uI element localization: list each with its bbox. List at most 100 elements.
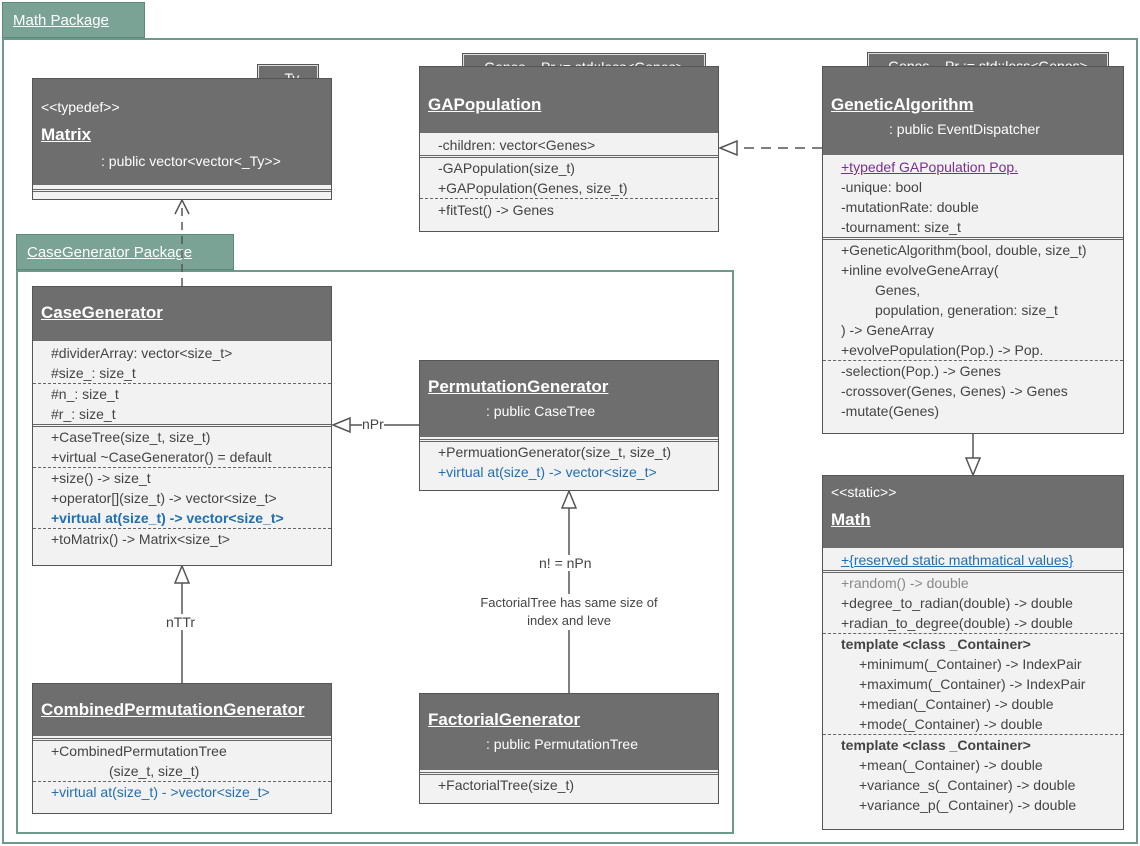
- genetic-name: GeneticAlgorithm: [831, 95, 974, 114]
- casegenerator-attr: #dividerArray: vector<size_t>: [51, 345, 233, 361]
- math-sep-2: [823, 633, 1123, 634]
- combined-name: CombinedPermutationGenerator: [41, 700, 305, 719]
- genetic-method: +inline evolveGeneArray(: [841, 262, 999, 278]
- math-template-func: +variance_p(_Container) -> double: [859, 797, 1077, 813]
- factorial-note: FactorialTree has same size of index and…: [476, 594, 662, 630]
- factorial-sep: [420, 772, 718, 775]
- genetic-method-param: population, generation: size_t: [875, 302, 1058, 318]
- genetic-attr: -mutationRate: double: [841, 199, 979, 215]
- genetic-method: +evolvePopulation(Pop.) -> Pop.: [841, 342, 1044, 358]
- math-sep-1: [823, 570, 1123, 573]
- permutation-generator-class: PermutationGenerator : public CaseTree +…: [419, 360, 719, 491]
- genetic-method-return: ) -> GeneArray: [841, 322, 934, 338]
- genetic-private-method: -selection(Pop.) -> Genes: [841, 363, 1001, 379]
- matrix-name: Matrix: [41, 125, 92, 144]
- math-sep-3: [823, 734, 1123, 735]
- casegenerator-method: +size() -> size_t: [51, 470, 151, 486]
- genetic-private-method: -mutate(Genes): [841, 403, 940, 419]
- math-template-func: +maximum(_Container) -> IndexPair: [859, 676, 1086, 692]
- math-template-func: +minimum(_Container) -> IndexPair: [859, 656, 1082, 672]
- casegenerator-attr: #n_: size_t: [51, 386, 119, 402]
- matrix-header: <<typedef>> Matrix : public vector<vecto…: [33, 79, 331, 185]
- combined-header: CombinedPermutationGenerator: [33, 684, 331, 736]
- permutation-ctor: +PermuationGenerator(size_t, size_t): [438, 444, 672, 460]
- casegenerator-method: +toMatrix() -> Matrix<size_t>: [51, 531, 230, 547]
- math-func: +radian_to_degree(double) -> double: [841, 615, 1073, 631]
- factorial-header: FactorialGenerator : public PermutationT…: [420, 694, 718, 770]
- combined-sep-2: [33, 781, 331, 782]
- casegenerator-sep-4: [33, 528, 331, 529]
- matrix-subtitle: : public vector<vector<_Ty>>: [101, 153, 281, 169]
- math-template-func: +mean(_Container) -> double: [859, 757, 1043, 773]
- factorial-generator-class: FactorialGenerator : public PermutationT…: [419, 693, 719, 804]
- math-package-tab: Math Package: [2, 2, 145, 38]
- math-func: +random() -> double: [841, 575, 969, 591]
- math-package-label: Math Package: [13, 11, 109, 29]
- gapopulation-sep-2: [420, 198, 718, 199]
- genetic-subtitle: : public EventDispatcher: [889, 121, 1040, 137]
- casegenerator-sep-2: [33, 424, 331, 427]
- casegenerator-method: +operator[](size_t) -> vector<size_t>: [51, 490, 277, 506]
- math-template-header: template <class _Container>: [841, 737, 1031, 753]
- gapopulation-ctor: +GAPopulation(Genes, size_t): [438, 180, 628, 196]
- nttr-label: nTTr: [166, 614, 196, 630]
- gapopulation-sep-1: [420, 155, 718, 158]
- casegenerator-attr: #r_: size_t: [51, 406, 116, 422]
- genetic-attr: -unique: bool: [841, 179, 922, 195]
- factorial-name: FactorialGenerator: [428, 710, 581, 729]
- gapopulation-name: GAPopulation: [428, 95, 542, 114]
- math-stereotype: <<static>>: [831, 484, 897, 500]
- nfact-label: n! = nPn: [539, 555, 592, 571]
- genetic-typedef: +typedef GAPopulation Pop.: [841, 159, 1019, 175]
- math-func: +degree_to_radian(double) -> double: [841, 595, 1073, 611]
- genetic-header: GeneticAlgorithm : public EventDispatche…: [823, 67, 1123, 155]
- gapopulation-ctor: -GAPopulation(size_t): [438, 160, 575, 176]
- combined-permutation-class: CombinedPermutationGenerator +CombinedPe…: [32, 683, 332, 814]
- math-reserved: +{reserved static mathmatical values}: [841, 552, 1074, 568]
- combined-ctor: +CombinedPermutationTree: [51, 743, 227, 759]
- casegenerator-virtual-method: +virtual at(size_t) -> vector<size_t>: [51, 510, 284, 526]
- gapopulation-attr: -children: vector<Genes>: [438, 137, 596, 153]
- factorial-ctor: +FactorialTree(size_t): [438, 777, 575, 793]
- npr-label: nPr: [362, 416, 384, 432]
- genetic-attr: -tournament: size_t: [841, 219, 961, 235]
- combined-virtual-method: +virtual at(size_t) - >vector<size_t>: [51, 784, 270, 800]
- gapopulation-header: GAPopulation: [420, 67, 718, 133]
- casegenerator-ctor: +virtual ~CaseGenerator() = default: [51, 449, 272, 465]
- case-generator-class: CaseGenerator #dividerArray: vector<size…: [32, 286, 332, 566]
- factorial-subtitle: : public PermutationTree: [486, 736, 638, 752]
- math-template-func: +mode(_Container) -> double: [859, 716, 1043, 732]
- genetic-sep-1: [823, 237, 1123, 240]
- casegenerator-name: CaseGenerator: [41, 303, 163, 322]
- gapopulation-method: +fitTest() -> Genes: [438, 202, 554, 218]
- genetic-sep-2: [823, 360, 1123, 361]
- casegen-package-frame: [16, 270, 734, 834]
- permutation-subtitle: : public CaseTree: [486, 403, 596, 419]
- genetic-method-param: Genes,: [875, 282, 921, 298]
- gapopulation-class: GAPopulation -children: vector<Genes> -G…: [419, 66, 719, 232]
- casegenerator-sep-1: [33, 383, 331, 384]
- permutation-sep: [420, 439, 718, 442]
- combined-ctor-params: (size_t, size_t): [109, 763, 200, 779]
- casegenerator-header: CaseGenerator: [33, 287, 331, 341]
- matrix-class: <<typedef>> Matrix : public vector<vecto…: [32, 78, 332, 200]
- math-template-func: +median(_Container) -> double: [859, 696, 1054, 712]
- math-template-header: template <class _Container>: [841, 636, 1031, 652]
- matrix-stereotype: <<typedef>>: [41, 99, 120, 115]
- casegen-package-tab: CaseGenerator Package: [16, 234, 234, 270]
- genetic-algorithm-class: GeneticAlgorithm : public EventDispatche…: [822, 66, 1124, 434]
- casegenerator-attr: #size_: size_t: [51, 365, 136, 381]
- math-name: Math: [831, 510, 871, 529]
- math-class: <<static>> Math +{reserved static mathma…: [822, 475, 1124, 830]
- math-package-frame: [2, 38, 1138, 844]
- permutation-name: PermutationGenerator: [428, 377, 609, 396]
- genetic-private-method: -crossover(Genes, Genes) -> Genes: [841, 383, 1068, 399]
- casegenerator-ctor: +CaseTree(size_t, size_t): [51, 429, 211, 445]
- genetic-method: +GeneticAlgorithm(bool, double, size_t): [841, 242, 1087, 258]
- matrix-separator: [33, 189, 331, 192]
- combined-sep-1: [33, 738, 331, 741]
- permutation-header: PermutationGenerator : public CaseTree: [420, 361, 718, 437]
- casegenerator-sep-3: [33, 467, 331, 468]
- math-header: <<static>> Math: [823, 476, 1123, 548]
- permutation-virtual-method: +virtual at(size_t) -> vector<size_t>: [438, 464, 657, 480]
